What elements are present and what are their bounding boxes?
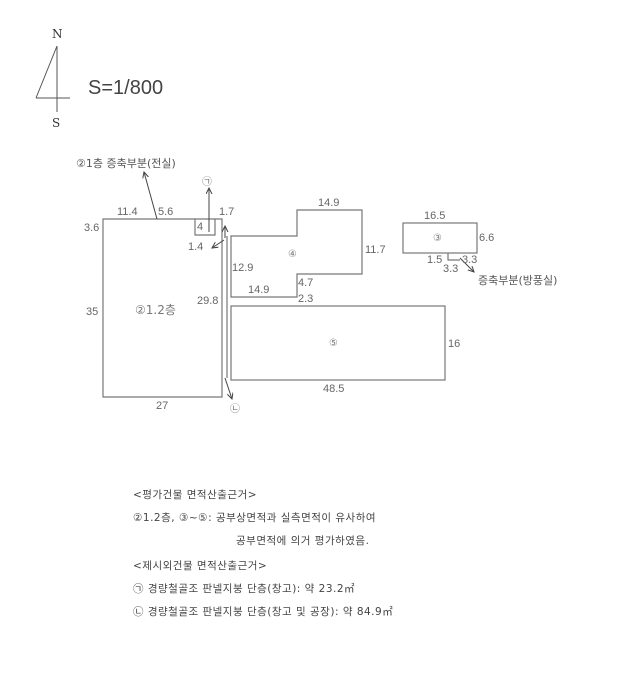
- notes-line-3: ㉠ 경량철골조 판넬지붕 단층(창고): 약 23.2㎡: [133, 583, 356, 595]
- dim-b2-left-top: 3.6: [84, 222, 100, 234]
- dim-b4-right: 11.7: [365, 244, 386, 256]
- extension-1f-label: ②1층 증축부분(전실): [76, 157, 176, 170]
- dim-b5-bottom: 48.5: [323, 383, 345, 395]
- dim-b3-bottom-left: 1.5: [427, 254, 443, 266]
- marker-a: ㉠: [202, 177, 212, 188]
- dim-b4-step: 4.7: [298, 277, 314, 289]
- dim-b2-top-right: 5.6: [158, 206, 174, 218]
- dim-b4-bottom: 14.9: [248, 284, 270, 296]
- dim-b3-top: 16.5: [424, 210, 446, 222]
- dim-b3-ext: 3.3: [443, 263, 459, 275]
- dim-b2-bottom: 27: [156, 400, 169, 412]
- dim-b4-gap: 2.3: [298, 293, 314, 305]
- scale-label: S=1/800: [88, 77, 164, 99]
- dim-b3-bottom-right: 3.3: [462, 254, 478, 266]
- dim-b4-left: 12.9: [232, 262, 254, 274]
- building-3-outline: [402, 222, 478, 254]
- extension-wind-label: 증축부분(방풍실): [478, 274, 558, 287]
- dim-b4-top: 14.9: [318, 197, 340, 209]
- dim-b2-right: 29.8: [197, 295, 219, 307]
- dim-b5-right: 16: [448, 338, 461, 350]
- building-5-label: ⑤: [329, 338, 338, 349]
- building-4-outline: [230, 209, 363, 298]
- dim-b2-notch-h: 1.7: [219, 206, 235, 218]
- building-2-label: ②1.2층: [135, 303, 176, 317]
- building-5-outline: [230, 305, 446, 381]
- dim-b3-right: 6.6: [479, 232, 495, 244]
- building-3-label: ③: [433, 233, 442, 244]
- dim-b2-left: 35: [86, 306, 99, 318]
- dim-b2-notch-w: 4: [197, 221, 204, 233]
- dim-b2-notch-gap: 1.4: [188, 241, 204, 253]
- north-label: N: [52, 27, 63, 41]
- notes-heading-other: <제시외건물 면적산출근거>: [133, 560, 268, 572]
- marker-b: ㉡: [230, 404, 240, 415]
- dim-b2-top-left: 11.4: [117, 206, 138, 218]
- notes-line-4: ㉡ 경량철골조 판넬지붕 단층(창고 및 공장): 약 84.9㎡: [133, 606, 394, 618]
- north-arrow-icon: [35, 45, 70, 112]
- notes-line-2: 공부면적에 의거 평가하였음.: [236, 535, 370, 547]
- notes-heading-evaluation: <평가건물 면적산출근거>: [133, 489, 258, 501]
- notes-line-1: ②1.2층, ③~⑤: 공부상면적과 실측면적이 유사하여: [133, 512, 377, 524]
- building-4-label: ④: [288, 249, 297, 260]
- south-label: S: [52, 116, 61, 130]
